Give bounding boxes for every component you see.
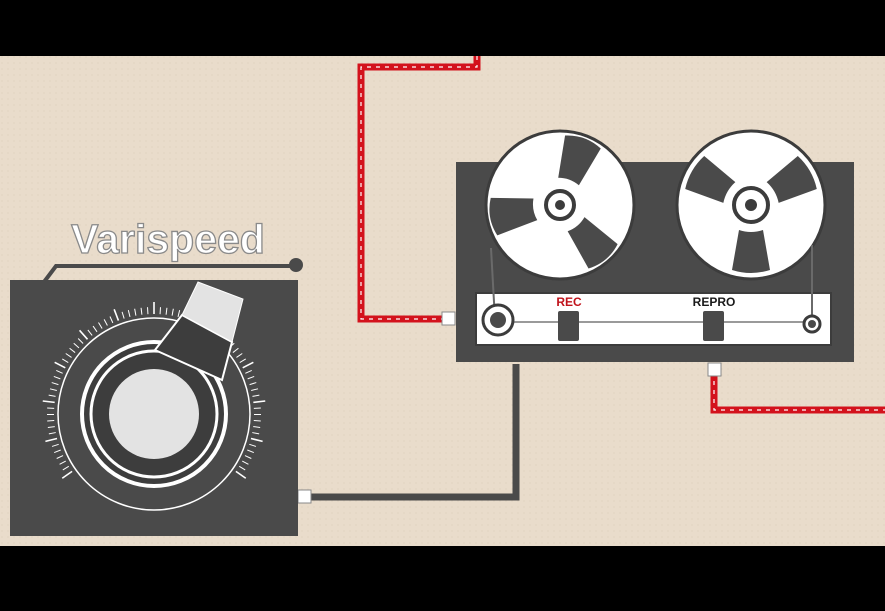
title-leader-line xyxy=(42,264,292,284)
right-reel-icon xyxy=(675,129,827,281)
gray-control-cable xyxy=(297,364,520,504)
varispeed-title: Varispeed xyxy=(71,216,265,262)
tape-machine: REC REPRO xyxy=(456,129,854,362)
dial-tick xyxy=(252,432,260,435)
dial-tick xyxy=(49,388,57,391)
dial-tick xyxy=(140,307,143,315)
dial-tick xyxy=(121,311,125,319)
dial-tick xyxy=(73,342,80,349)
dial-outer-ring xyxy=(57,317,251,511)
dial-tick xyxy=(249,443,257,447)
repro-label: REPRO xyxy=(693,295,736,309)
dial-tick xyxy=(54,449,61,454)
dial-tick xyxy=(56,369,63,374)
red-input-cable xyxy=(357,56,481,326)
dial-tick xyxy=(232,347,239,353)
dial-tick xyxy=(103,319,108,326)
dial-tick xyxy=(244,455,252,459)
dial-tick xyxy=(247,375,255,380)
dial-tick xyxy=(51,443,59,447)
dial-tick xyxy=(92,325,98,333)
left-guide-roller-icon xyxy=(481,303,515,337)
rec-label: REC xyxy=(556,295,582,309)
dial-tick xyxy=(134,308,137,316)
dial-tick xyxy=(65,353,72,358)
dial-tick xyxy=(236,353,243,358)
dial-tick xyxy=(235,470,247,479)
dial-tick xyxy=(45,437,58,443)
dial-tick xyxy=(54,361,66,369)
dial-tick xyxy=(87,329,93,336)
left-reel-icon xyxy=(484,129,636,281)
dial-tick xyxy=(53,375,61,380)
dial-tick xyxy=(48,394,56,397)
dial-tick xyxy=(61,358,69,363)
knob-pointer[interactable] xyxy=(153,281,244,382)
dial-tick xyxy=(245,369,252,374)
dial-tick xyxy=(98,322,103,329)
varispeed-unit: Varispeed xyxy=(10,215,303,536)
repro-head xyxy=(703,311,724,341)
input-connector xyxy=(441,311,456,326)
dial-tick xyxy=(51,382,59,386)
red-output-cable xyxy=(707,362,885,414)
dial-tick xyxy=(42,400,55,404)
dial-tick xyxy=(127,310,131,318)
dial-tick xyxy=(247,449,254,454)
knob-cap[interactable] xyxy=(109,369,199,459)
right-guide-roller-icon xyxy=(802,314,822,334)
dial-tick xyxy=(78,329,89,340)
dial-tick xyxy=(69,347,76,353)
output-connector xyxy=(707,362,722,377)
dial-tick xyxy=(171,308,174,316)
dial-tick xyxy=(251,388,259,391)
letterbox-bottom xyxy=(0,546,885,611)
dial-tick xyxy=(252,394,260,397)
leader-dot xyxy=(289,258,303,272)
letterbox-top xyxy=(0,0,885,56)
transport-panel xyxy=(475,292,832,346)
dial-tick xyxy=(249,382,257,386)
varispeed-connector xyxy=(297,489,312,504)
dial-tick xyxy=(59,460,66,465)
dial-tick xyxy=(253,400,266,404)
dial-tick xyxy=(48,432,56,435)
dial-tick xyxy=(56,455,64,459)
dial-tick xyxy=(77,338,84,344)
dial-tick xyxy=(239,358,247,363)
dial-tick xyxy=(62,465,70,471)
dial-tick xyxy=(113,309,120,321)
dial-tick xyxy=(177,310,181,318)
dial-tick xyxy=(250,437,263,443)
dial-tick xyxy=(165,307,168,315)
dial-tick xyxy=(253,426,261,428)
rec-head xyxy=(558,311,579,341)
dial-tick xyxy=(242,361,254,369)
dial-tick xyxy=(109,316,114,324)
dial-tick xyxy=(61,470,73,479)
dial-tick xyxy=(238,465,246,471)
dial-tick xyxy=(47,426,55,428)
dial-tick xyxy=(242,460,249,465)
